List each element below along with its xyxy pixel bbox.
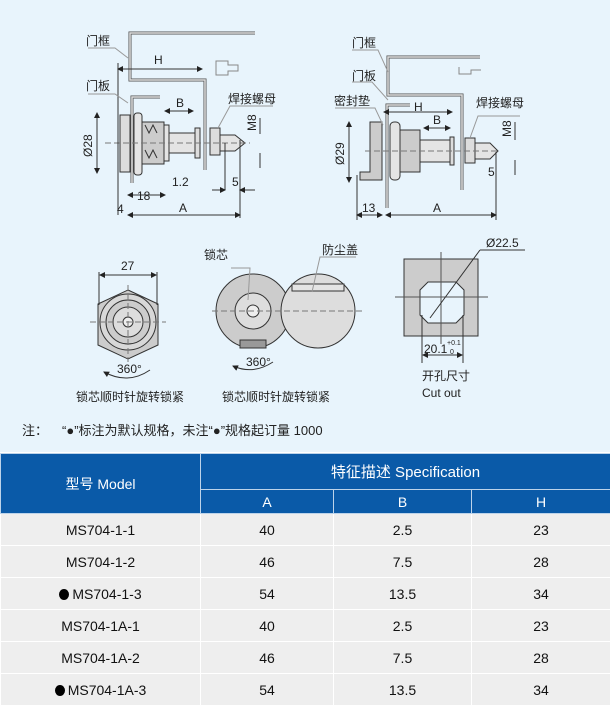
dust-cover-label: 防尘盖 [322,242,358,257]
model-name: MS704-1-3 [72,586,141,602]
dim-b-2: B [433,113,441,127]
cutout-caption-en: Cut out [422,386,461,400]
model-cell: MS704-1-2 [1,546,201,578]
dim-m8: M8 [245,114,259,131]
spec-table: 型号 Model 特征描述 Specification A B H MS704-… [0,453,610,706]
dim-27: 27 [121,259,135,273]
model-name: MS704-1A-3 [68,682,147,698]
gasket-label: 密封垫 [334,93,370,108]
tolerance-lower: 0 [450,349,454,356]
front-view-dust-cover [212,257,362,370]
door-frame-label: 门框 [86,33,110,48]
column-a-header: A [201,490,334,514]
model-cell: MS704-1-1 [1,514,201,546]
technical-drawings: 门框 门板 焊接螺母 H B Ø28 M8 1.2 18 4 A 5 [0,0,610,452]
b-cell: 2.5 [334,514,472,546]
dim-5-2: 5 [488,165,495,179]
a-cell: 46 [201,546,334,578]
dim-diameter: Ø28 [81,134,95,157]
lock-core-label: 锁芯 [204,247,228,262]
model-name: MS704-1-2 [66,554,135,570]
dim-1-2: 1.2 [172,175,189,189]
model-name: MS704-1A-2 [61,650,140,666]
tolerance-upper: +0.1 [447,340,461,347]
dim-5: 5 [232,175,239,189]
model-header: 型号 Model [1,454,201,514]
door-panel-label-2: 门板 [352,68,376,83]
weld-nut-label-2: 焊接螺母 [476,95,524,110]
a-cell: 54 [201,578,334,610]
b-cell: 7.5 [334,642,472,674]
dim-a: A [179,201,187,215]
default-spec-dot-icon [55,685,65,696]
note-text: “●”标注为默认规格，未注“●”规格起订量 1000 [62,423,323,438]
cutout-width: 20.1 [424,342,448,356]
dim-18: 18 [137,189,151,203]
dim-diameter-2: Ø29 [333,142,347,165]
h-cell: 34 [472,578,610,610]
dust-cover-caption: 锁芯顺时针旋转锁紧 [222,389,330,404]
a-cell: 40 [201,514,334,546]
a-cell: 40 [201,610,334,642]
dim-h: H [154,53,163,67]
hex-caption: 锁芯顺时针旋转锁紧 [76,389,184,404]
cutout-caption-cn: 开孔尺寸 [422,369,470,383]
default-spec-dot-icon [59,589,69,600]
dim-4: 4 [117,202,124,216]
dim-b: B [176,96,184,110]
model-cell: MS704-1A-1 [1,610,201,642]
rotation-label-2: 360° [246,355,271,369]
dim-m8-2: M8 [500,120,514,137]
dim-a-2: A [433,201,441,215]
h-cell: 23 [472,514,610,546]
h-cell: 28 [472,642,610,674]
weld-nut-label: 焊接螺母 [228,91,276,106]
door-panel-label: 门板 [86,78,110,93]
note-prefix: 注： [22,423,48,438]
cutout-diameter: Ø22.5 [486,236,519,250]
b-cell: 2.5 [334,610,472,642]
rotation-label: 360° [117,362,142,376]
door-frame-label-2: 门框 [352,35,376,50]
h-cell: 23 [472,610,610,642]
column-h-header: H [472,490,610,514]
b-cell: 7.5 [334,546,472,578]
dim-13: 13 [362,201,376,215]
default-spec-note: 注： “●”标注为默认规格，未注“●”规格起订量 1000 [22,420,337,439]
column-b-header: B [334,490,472,514]
b-cell: 13.5 [334,578,472,610]
a-cell: 46 [201,642,334,674]
h-cell: 28 [472,546,610,578]
model-cell: MS704-1A-2 [1,642,201,674]
dim-h-2: H [414,100,423,114]
model-cell: MS704-1-3 [1,578,201,610]
model-name: MS704-1A-1 [61,618,140,634]
drawing-panel: 门框 门板 焊接螺母 H B Ø28 M8 1.2 18 4 A 5 [0,0,610,452]
model-name: MS704-1-1 [66,522,135,538]
spec-header: 特征描述 Specification [201,454,610,490]
